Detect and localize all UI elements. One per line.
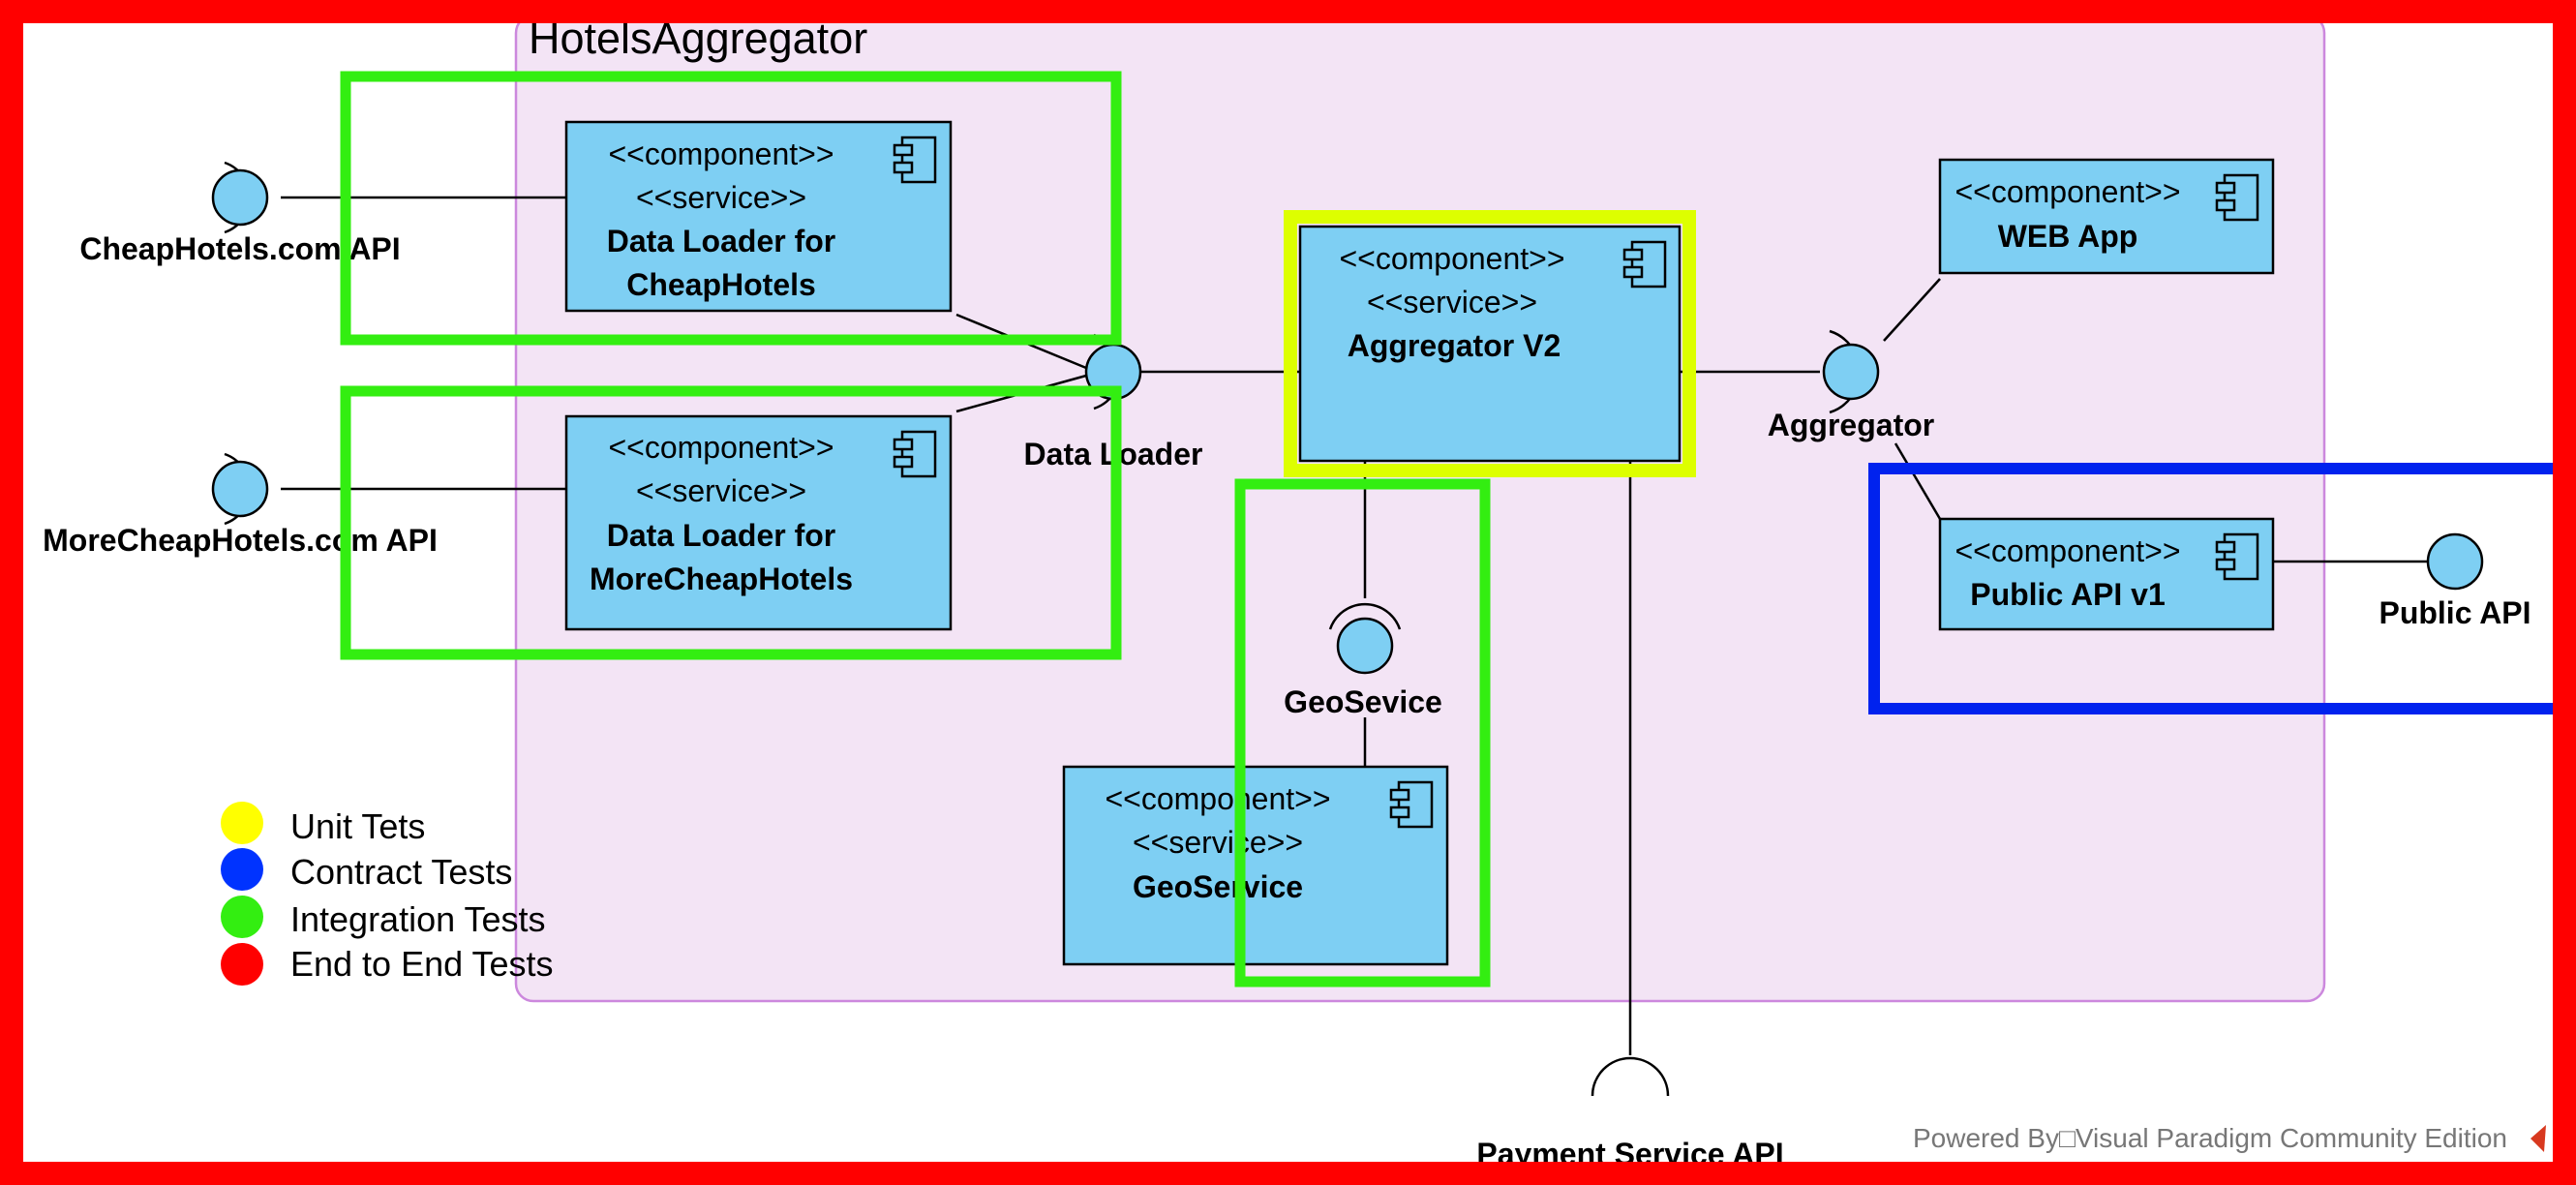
provided-interface-ball xyxy=(1336,617,1394,675)
provided-interface-ball xyxy=(2426,532,2484,591)
component-name-line1: Data Loader for xyxy=(607,518,835,553)
legend: Unit Tets Contract Tests Integration Tes… xyxy=(221,802,554,986)
stereotype-component: <<component>> xyxy=(608,137,833,171)
component-icon xyxy=(2215,532,2259,581)
interface-label: MoreCheapHotels.com API xyxy=(43,523,438,558)
stereotype-service: <<service>> xyxy=(1133,825,1303,860)
socket-icon xyxy=(1591,1056,1670,1097)
interface-label: GeoSevice xyxy=(1284,684,1442,719)
stereotype-component: <<component>> xyxy=(1105,781,1330,816)
legend-item-integration-tests: Integration Tests xyxy=(221,896,546,939)
highlight-unit-aggregator-v2 xyxy=(1284,210,1696,477)
component-name: WEB App xyxy=(1998,219,2138,254)
component-icon xyxy=(1622,240,1667,289)
highlight-integration-geoservice xyxy=(1234,478,1491,988)
interface-public-api: Public API xyxy=(2379,532,2531,630)
interface-payment-service-api: Payment Service API xyxy=(1476,1056,1784,1171)
component-public-api-v1: <<component>> Public API v1 xyxy=(1938,517,2275,631)
highlight-integration-morecheaphotels xyxy=(340,385,1122,660)
component-name-line1: Data Loader for xyxy=(607,224,835,258)
stereotype-service: <<service>> xyxy=(636,180,806,215)
highlight-integration-cheaphotels xyxy=(340,71,1122,346)
stereotype-component: <<component>> xyxy=(1339,241,1564,276)
component-name: Aggregator V2 xyxy=(1348,328,1561,363)
interface-aggregator: Aggregator xyxy=(1768,329,1934,442)
legend-swatch xyxy=(221,943,263,986)
component-icon xyxy=(893,430,937,478)
legend-item-contract-tests: Contract Tests xyxy=(221,848,512,892)
component-geoservice: <<component>> <<service>> GeoService xyxy=(1062,765,1449,966)
connector-aggregator-iface-to-webapp xyxy=(1883,278,1941,342)
legend-label: Contract Tests xyxy=(290,852,512,892)
provided-interface-ball xyxy=(211,168,269,227)
connector-aggregator-iface-to-public-api-v1 xyxy=(1894,442,1942,520)
legend-swatch xyxy=(221,848,263,891)
component-web-app: <<component>> WEB App xyxy=(1938,158,2275,275)
provided-interface-ball xyxy=(1822,343,1880,401)
stereotype-component: <<component>> xyxy=(1955,174,2180,209)
interface-geosevice: GeoSevice xyxy=(1284,602,1442,719)
visual-paradigm-logo-icon xyxy=(2531,1125,2546,1152)
component-aggregator-v2: <<component>> <<service>> Aggregator V2 xyxy=(1298,225,1682,463)
component-name: GeoService xyxy=(1133,869,1303,904)
legend-item-end-to-end-tests: End to End Tests xyxy=(221,943,554,986)
legend-swatch xyxy=(221,896,263,938)
interface-label: Public API xyxy=(2379,595,2531,630)
stereotype-service: <<service>> xyxy=(636,473,806,508)
powered-by-text: Powered By□Visual Paradigm Community Edi… xyxy=(1913,1123,2507,1153)
component-name-line2: CheapHotels xyxy=(626,267,816,302)
legend-item-unit-tests: Unit Tets xyxy=(221,802,425,846)
stereotype-component: <<component>> xyxy=(1955,533,2180,568)
legend-label: Unit Tets xyxy=(290,806,425,846)
provided-interface-ball xyxy=(211,460,269,518)
legend-swatch xyxy=(221,802,263,844)
component-icon xyxy=(893,136,937,184)
socket-icon xyxy=(1328,602,1402,630)
legend-label: Integration Tests xyxy=(290,899,546,939)
interface-label: Aggregator xyxy=(1768,408,1934,442)
interface-cheaphotels-api: CheapHotels.com API xyxy=(79,161,401,266)
component-name-line2: MoreCheapHotels xyxy=(590,562,853,596)
component-icon xyxy=(2215,173,2259,222)
component-data-loader-cheaphotels: <<component>> <<service>> Data Loader fo… xyxy=(564,120,953,313)
stereotype-service: <<service>> xyxy=(1367,285,1537,319)
legend-label: End to End Tests xyxy=(290,944,554,984)
interface-morecheaphotels-api: MoreCheapHotels.com API xyxy=(43,452,438,558)
stereotype-component: <<component>> xyxy=(608,430,833,465)
interface-label: CheapHotels.com API xyxy=(79,231,400,266)
component-data-loader-morecheaphotels: <<component>> <<service>> Data Loader fo… xyxy=(564,414,953,631)
interface-data-loader: Data Loader xyxy=(1024,333,1202,471)
component-icon xyxy=(1389,780,1434,829)
component-name: Public API v1 xyxy=(1970,577,2166,612)
